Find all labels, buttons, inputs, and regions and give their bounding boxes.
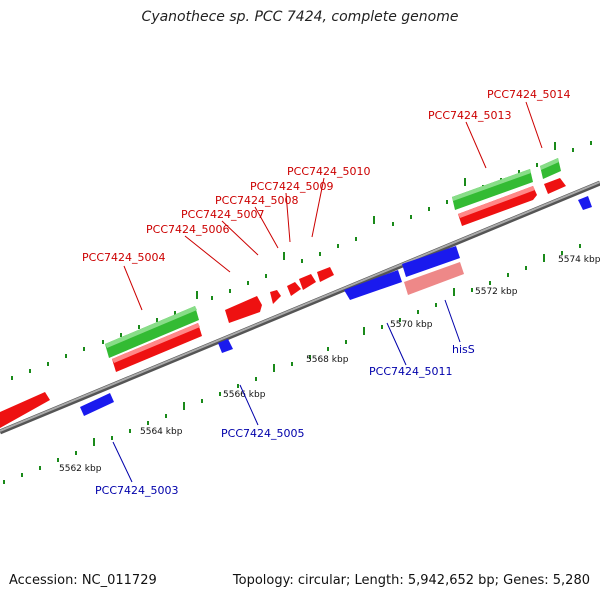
ruler-label: 5568 kbp <box>306 355 349 365</box>
lower-tick-track <box>3 244 581 484</box>
genome-backbone-highlight <box>0 181 600 432</box>
ruler-label: 5574 kbp <box>558 255 600 265</box>
cds-reverse-5003[interactable] <box>80 393 114 416</box>
cds-reverse-right[interactable] <box>578 196 592 210</box>
cds-reverse-hisS[interactable] <box>402 246 460 277</box>
cds-forward-5006[interactable] <box>225 296 262 323</box>
gene-feature-5004-top <box>105 306 197 348</box>
gene-label-5010[interactable]: PCC7424_5010 <box>287 165 370 178</box>
ruler-label: 5564 kbp <box>140 427 183 437</box>
cds-forward-5008[interactable] <box>287 282 301 296</box>
gene-label-5006[interactable]: PCC7424_5006 <box>146 223 229 236</box>
accession-text: Accession: NC_011729 <box>9 573 157 588</box>
gene-label-5004[interactable]: PCC7424_5004 <box>82 251 165 264</box>
cds-forward-5014[interactable] <box>544 178 566 194</box>
cds-forward-5013-top <box>458 186 535 218</box>
cds-forward-5009[interactable] <box>299 274 316 290</box>
gene-label-5008[interactable]: PCC7424_5008 <box>215 194 298 207</box>
ruler-label: 5570 kbp <box>390 320 433 330</box>
gene-feature-5014-top <box>540 158 559 170</box>
forward-leader-lines <box>123 101 543 311</box>
gene-label-5011[interactable]: PCC7424_5011 <box>369 365 452 378</box>
cds-reverse-5011[interactable] <box>344 270 402 300</box>
cds-forward-5004-top <box>112 323 200 363</box>
upper-tick-track <box>11 141 592 380</box>
map-title: Cyanothece sp. PCC 7424, complete genome <box>141 9 459 25</box>
gene-label-5009[interactable]: PCC7424_5009 <box>250 180 333 193</box>
ruler-label: 5572 kbp <box>475 287 518 297</box>
gene-label-5007[interactable]: PCC7424_5007 <box>181 208 264 221</box>
gene-label-hisS[interactable]: hisS <box>452 343 475 356</box>
cds-forward-5007[interactable] <box>270 290 281 304</box>
gene-label-5005[interactable]: PCC7424_5005 <box>221 427 304 440</box>
gene-label-5013[interactable]: PCC7424_5013 <box>428 109 511 122</box>
ruler-label: 5562 kbp <box>59 464 102 474</box>
gene-label-5003[interactable]: PCC7424_5003 <box>95 484 178 497</box>
gene-feature-5013-top <box>452 169 531 201</box>
pseudo-feature-hisS[interactable] <box>404 262 464 295</box>
cds-forward-left[interactable] <box>0 392 50 428</box>
cds-forward-5010[interactable] <box>317 267 334 282</box>
reverse-leader-lines <box>112 299 461 483</box>
genome-stats-text: Topology: circular; Length: 5,942,652 bp… <box>232 573 590 588</box>
cds-reverse-5005[interactable] <box>218 339 233 353</box>
gene-label-5014[interactable]: PCC7424_5014 <box>487 88 570 101</box>
